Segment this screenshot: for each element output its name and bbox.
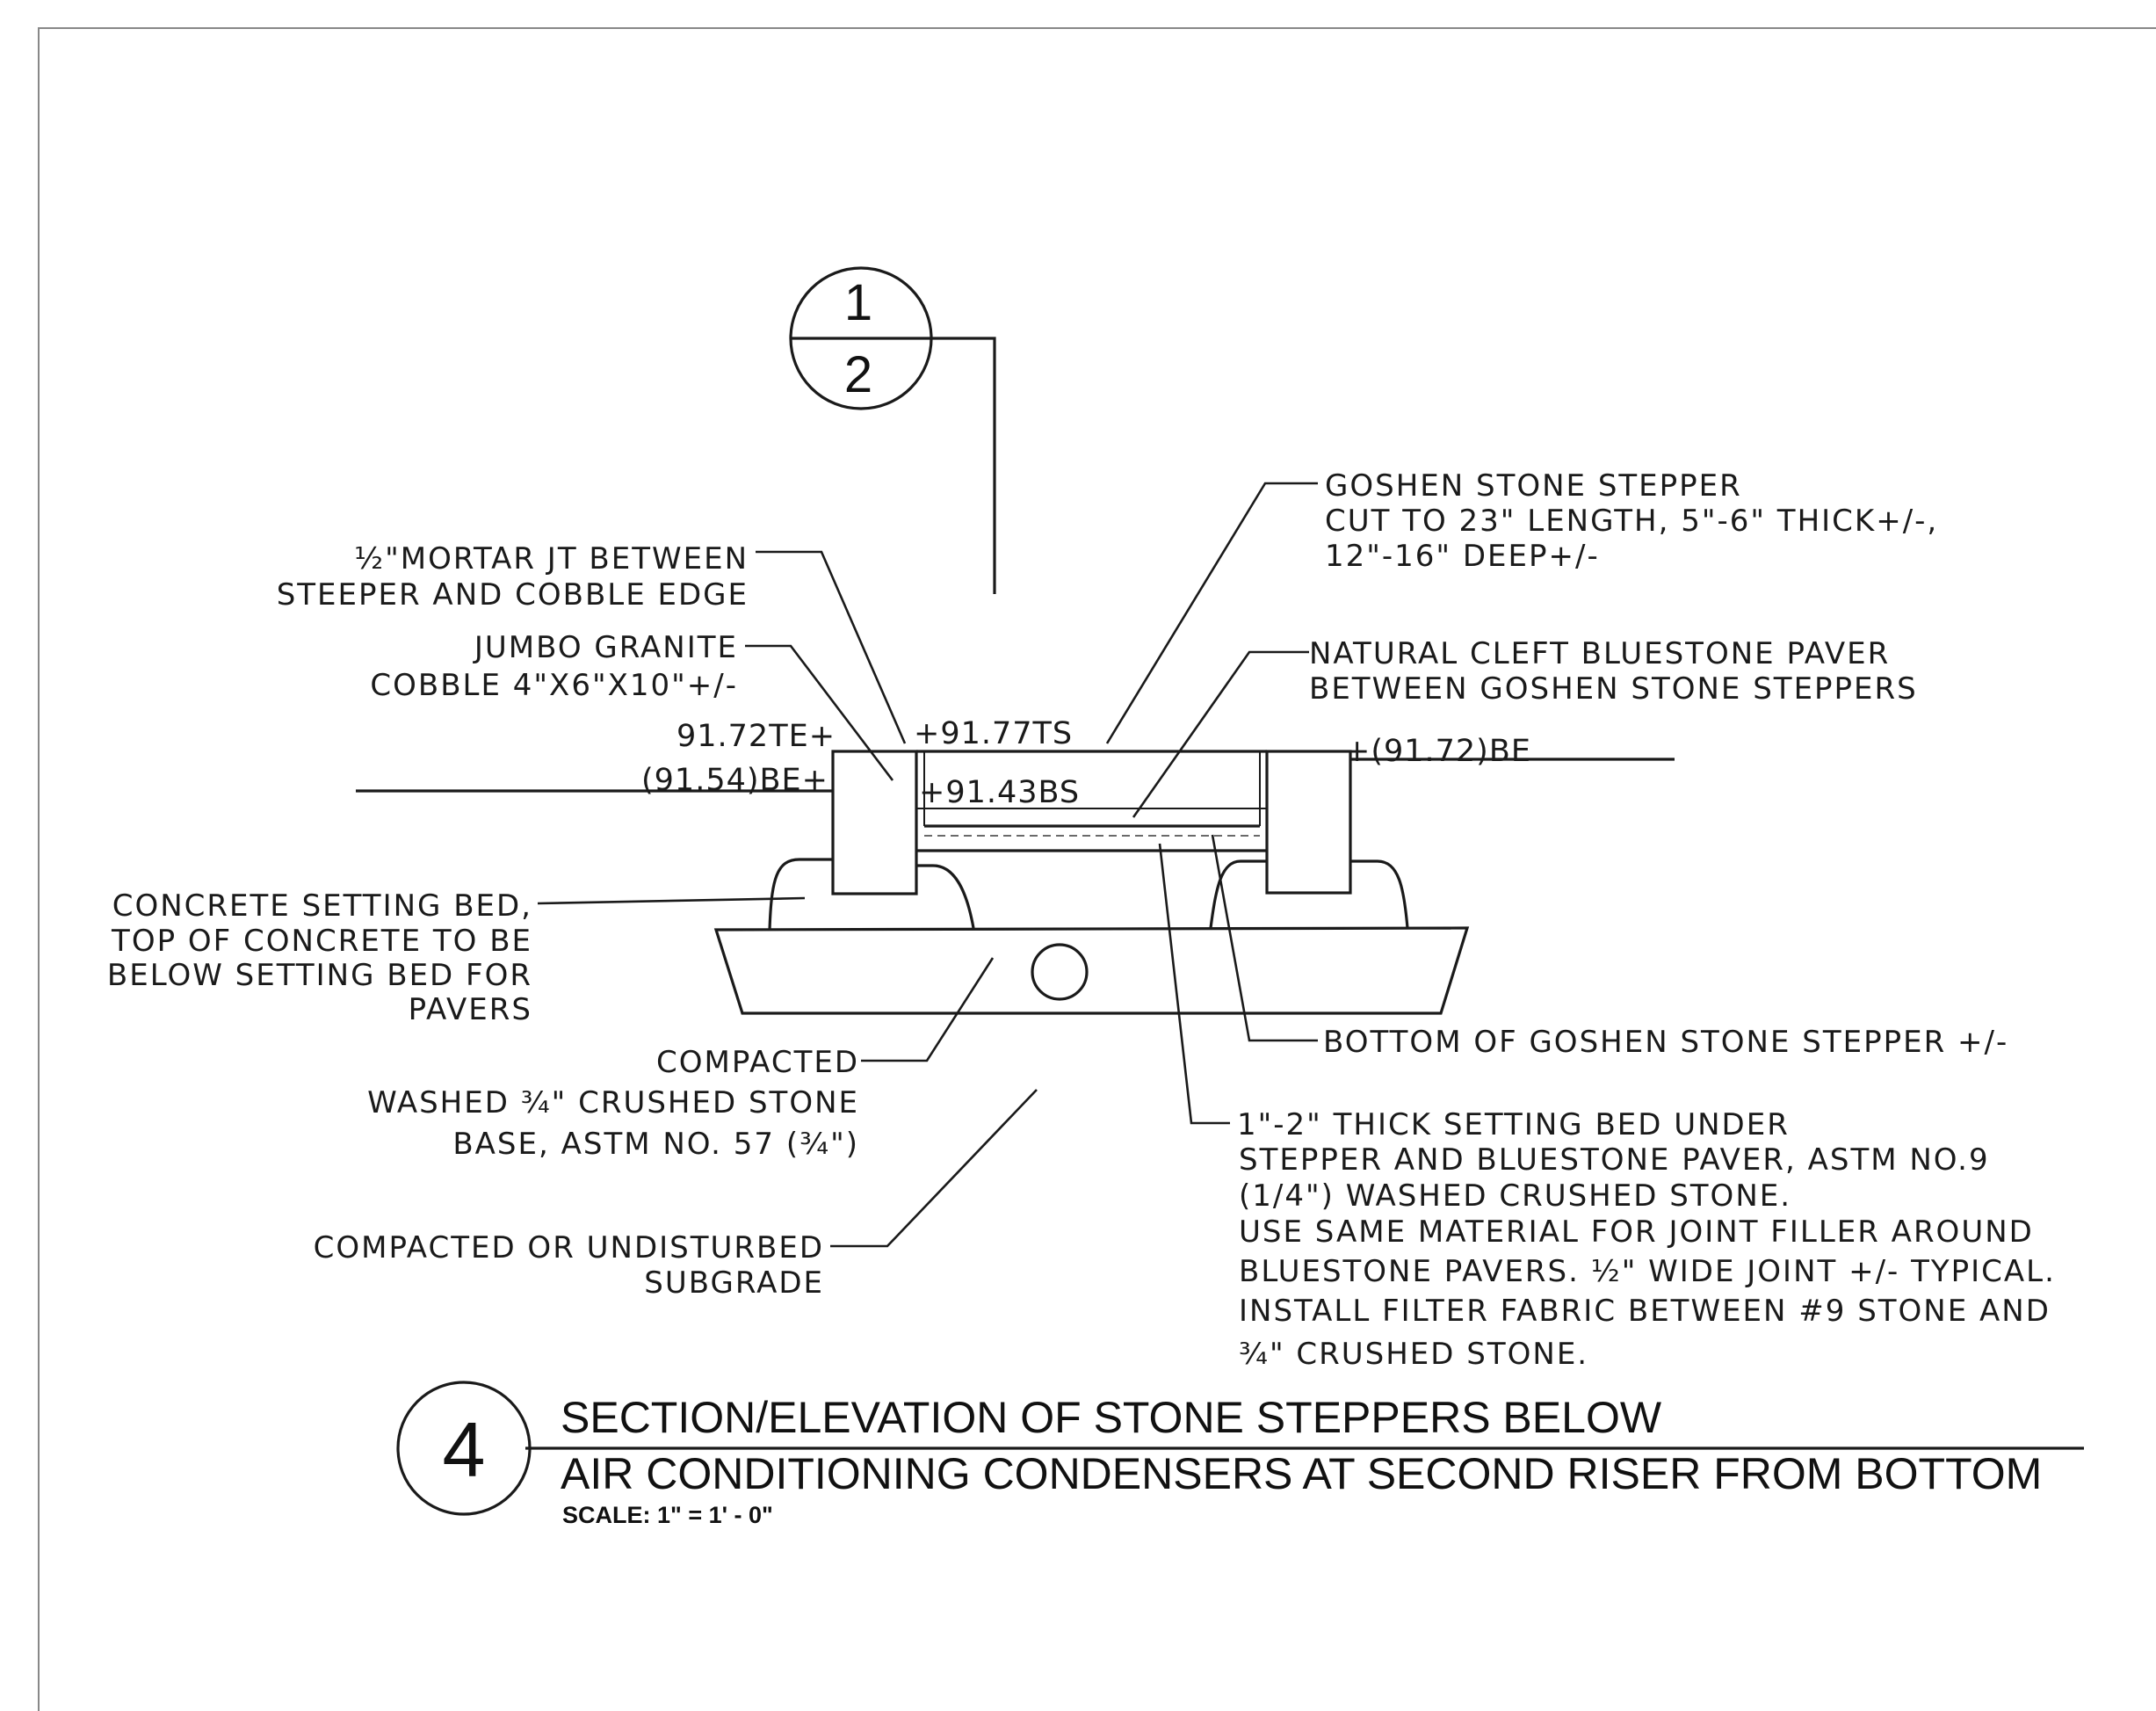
callout-concrete-bed-line-2: TOP OF CONCRETE TO BE xyxy=(111,924,532,959)
leader-bluestone-paver xyxy=(1132,650,1309,818)
callout-concrete-bed-line-1: CONCRETE SETTING BED, xyxy=(112,888,532,924)
callout-setting-bed-line-2: STEPPER AND BLUESTONE PAVER, ASTM NO.9 xyxy=(1239,1142,1990,1178)
title-line-2: AIR CONDITIONING CONDENSERS AT SECOND RI… xyxy=(561,1449,2042,1498)
callout-setting-bed-line-6: INSTALL FILTER FABRIC BETWEEN #9 STONE A… xyxy=(1239,1294,2051,1329)
concrete-bed-left-outer xyxy=(768,858,833,931)
section-marker-bottom: 2 xyxy=(844,346,872,403)
callout-setting-bed-line-4: USE SAME MATERIAL FOR JOINT FILLER AROUN… xyxy=(1239,1214,2034,1250)
sheet-border xyxy=(38,27,2156,1711)
concrete-bed-left-inner xyxy=(916,864,975,929)
section-cut-line xyxy=(931,337,996,594)
granite-cobble-right xyxy=(1265,750,1352,895)
callout-setting-bed-line-1: 1"-2" THICK SETTING BED UNDER xyxy=(1237,1107,1790,1142)
leader-mortar-joint xyxy=(756,550,907,744)
leader-subgrade xyxy=(830,1089,1038,1248)
callout-granite-cobble-line-1: JUMBO GRANITE xyxy=(473,630,738,665)
elevation-labels: 91.72TE+ (91.54)BE+ +91.77TS +91.43BS +(… xyxy=(641,716,1531,810)
callout-concrete-bed-line-4: PAVERS xyxy=(409,992,532,1027)
callout-mortar-joint: ½"MORTAR JT BETWEEN STEEPER AND COBBLE E… xyxy=(277,541,749,613)
callout-crushed-stone-line-1: COMPACTED xyxy=(656,1045,859,1080)
callout-goshen-stepper: GOSHEN STONE STEPPER CUT TO 23" LENGTH, … xyxy=(1325,468,1938,574)
callout-subgrade-line-1: COMPACTED OR UNDISTURBED xyxy=(314,1230,824,1265)
callout-concrete-bed-line-3: BELOW SETTING BED FOR xyxy=(107,958,532,993)
leader-crushed-stone xyxy=(861,957,995,1062)
leader-lines xyxy=(537,482,1318,1248)
callout-granite-cobble-line-2: COBBLE 4"X6"X10"+/- xyxy=(370,668,738,703)
callout-mortar-joint-line-1: ½"MORTAR JT BETWEEN xyxy=(354,541,749,576)
leader-setting-bed xyxy=(1158,843,1230,1125)
callout-bluestone-paver: NATURAL CLEFT BLUESTONE PAVER BETWEEN GO… xyxy=(1309,636,1918,707)
callout-setting-bed-line-5: BLUESTONE PAVERS. ½" WIDE JOINT +/- TYPI… xyxy=(1239,1254,2056,1289)
section-marker-top: 1 xyxy=(844,274,872,331)
concrete-bed-right-inner xyxy=(1209,859,1267,929)
concrete-bed-right-outer xyxy=(1350,859,1409,929)
callout-bluestone-paver-line-1: NATURAL CLEFT BLUESTONE PAVER xyxy=(1309,636,1890,671)
elevation-bottom-edge-right: +(91.72)BE xyxy=(1344,734,1531,769)
leader-granite-cobble xyxy=(745,644,894,781)
scale-label: SCALE: 1" = 1' - 0" xyxy=(562,1502,773,1528)
crushed-stone-base xyxy=(713,926,1470,1015)
callout-granite-cobble: JUMBO GRANITE COBBLE 4"X6"X10"+/- xyxy=(370,630,738,703)
callout-concrete-bed: CONCRETE SETTING BED, TOP OF CONCRETE TO… xyxy=(107,888,532,1027)
leader-stepper-bottom xyxy=(1211,834,1318,1042)
callout-crushed-stone-line-3: BASE, ASTM NO. 57 (¾") xyxy=(452,1127,859,1162)
drain-pipe xyxy=(1031,943,1089,1001)
callout-setting-bed-line-3: (1/4") WASHED CRUSHED STONE. xyxy=(1239,1178,1791,1214)
section-marker: 1 2 xyxy=(789,266,996,594)
leader-goshen-stepper xyxy=(1105,482,1318,744)
callout-subgrade: COMPACTED OR UNDISTURBED SUBGRADE xyxy=(314,1230,824,1301)
callout-goshen-stepper-line-1: GOSHEN STONE STEPPER xyxy=(1325,468,1742,504)
callout-setting-bed-line-7: ¾" CRUSHED STONE. xyxy=(1239,1337,1588,1372)
callout-subgrade-line-2: SUBGRADE xyxy=(644,1265,824,1301)
callout-setting-bed: 1"-2" THICK SETTING BED UNDER STEPPER AN… xyxy=(1237,1107,2056,1372)
callout-stepper-bottom-line-1: BOTTOM OF GOSHEN STONE STEPPER +/- xyxy=(1323,1025,2008,1060)
callout-crushed-stone-base: COMPACTED WASHED ¾" CRUSHED STONE BASE, … xyxy=(367,1045,859,1162)
title-block: 4 SECTION/ELEVATION OF STONE STEPPERS BE… xyxy=(396,1381,2084,1528)
elevation-top-edge: 91.72TE+ xyxy=(676,719,836,754)
detail-number: 4 xyxy=(443,1406,486,1493)
title-line-1: SECTION/ELEVATION OF STONE STEPPERS BELO… xyxy=(561,1393,1662,1442)
leader-concrete-bed xyxy=(537,896,806,905)
callout-stepper-bottom: BOTTOM OF GOSHEN STONE STEPPER +/- xyxy=(1323,1025,2008,1060)
callout-bluestone-paver-line-2: BETWEEN GOSHEN STONE STEPPERS xyxy=(1309,671,1918,707)
callout-mortar-joint-line-2: STEEPER AND COBBLE EDGE xyxy=(277,577,749,613)
callout-goshen-stepper-line-2: CUT TO 23" LENGTH, 5"-6" THICK+/-, xyxy=(1325,504,1938,539)
elevation-top-stepper: +91.77TS xyxy=(914,716,1073,751)
elevation-bottom-edge-left: (91.54)BE+ xyxy=(641,763,828,798)
elevation-bottom-stepper: +91.43BS xyxy=(919,775,1080,810)
callout-crushed-stone-line-2: WASHED ¾" CRUSHED STONE xyxy=(367,1085,859,1120)
granite-cobble-left xyxy=(831,750,918,895)
callout-goshen-stepper-line-3: 12"-16" DEEP+/- xyxy=(1325,539,1600,574)
